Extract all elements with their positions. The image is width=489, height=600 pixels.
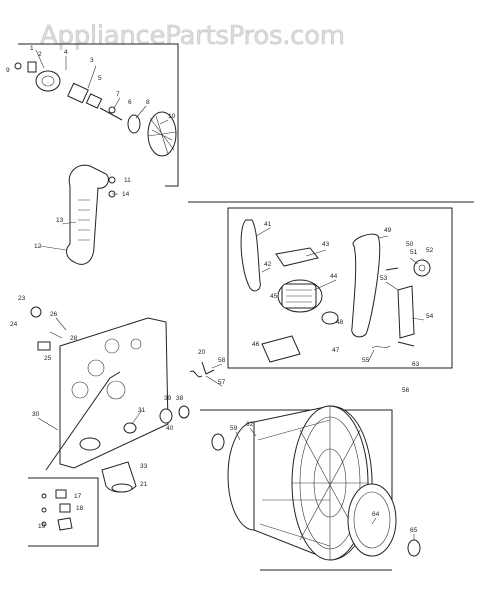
part-label: 43 [322,241,330,248]
part-label: 1 [30,45,34,52]
part-labels: 1 2 3 4 5 6 7 8 9 10 11 12 13 14 17 18 1… [6,45,434,534]
exhaust-duct [66,164,116,265]
part-label: 52 [426,247,434,254]
switch-parts-box [28,477,99,547]
part-label: 9 [6,67,10,74]
part-label: 24 [10,321,18,328]
leader-lines [35,49,425,540]
part-label: 20 [198,349,206,356]
part-label: 6 [128,99,132,106]
part-label: 26 [50,311,58,318]
part-label: 7 [116,91,120,98]
part-label: 64 [372,511,380,518]
part-label: 57 [218,379,226,386]
part-label: 59 [230,425,238,432]
part-label: 14 [122,191,130,198]
part-label: 51 [410,249,418,256]
part-label: 23 [18,295,26,302]
part-label: 11 [124,177,131,184]
part-label: 58 [218,357,226,364]
motor-assembly-box [188,201,474,369]
part-label: 40 [166,425,174,432]
part-label: 25 [44,355,52,362]
part-label: 5 [98,75,102,82]
part-label: 42 [264,261,272,268]
part-label: 63 [412,361,420,368]
part-label: 53 [380,275,388,282]
part-label: 17 [74,493,82,500]
watermark: AppliancePartsPros.com [40,21,345,51]
part-label: 12 [34,243,42,250]
part-label: 50 [406,241,414,248]
part-label: 55 [362,357,370,364]
part-label: 45 [270,293,278,300]
part-label: 8 [146,99,150,106]
blower-assembly-box [14,43,179,187]
part-label: 19 [38,523,46,530]
part-label: 41 [264,221,272,228]
part-label: 10 [168,113,176,120]
part-label: 54 [426,313,434,320]
part-label: 56 [402,387,410,394]
part-label: 28 [70,335,78,342]
part-label: 33 [140,463,148,470]
part-label: 18 [76,505,84,512]
part-label: 21 [140,481,148,488]
part-label: 46 [252,341,260,348]
part-label: 2 [38,51,42,58]
part-label: 47 [332,347,340,354]
part-label: 49 [384,227,392,234]
part-label: 3 [90,57,94,64]
part-label: 38 [176,395,184,402]
part-label: 30 [32,411,40,418]
part-label: 48 [336,319,344,326]
part-label: 39 [164,395,172,402]
part-label: 62 [246,421,254,428]
drum-assembly-box [200,405,421,571]
part-label: 13 [56,217,64,224]
idler-hardware [101,361,215,493]
part-label: 4 [64,49,68,56]
rear-bulkhead [30,306,169,471]
part-label: 44 [330,273,338,280]
part-label: 65 [410,527,418,534]
